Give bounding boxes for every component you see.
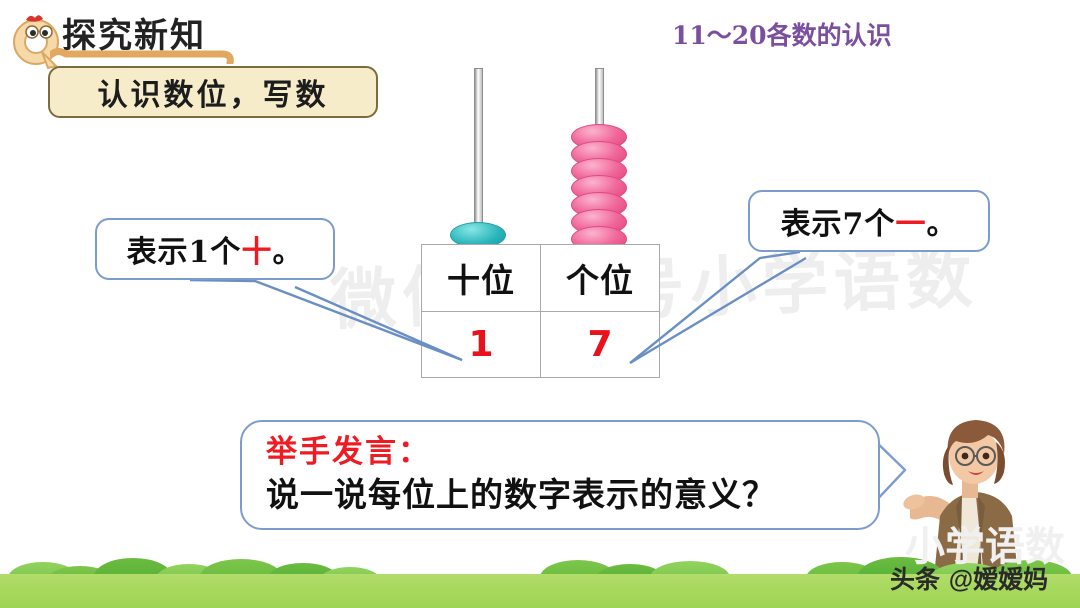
prompt-label: 举手发言： (266, 434, 431, 470)
tens-digit-value: 1 (468, 324, 494, 365)
question-speech-bubble: 举手发言： 说一说每位上的数字表示的意义？ (240, 420, 880, 530)
tens-callout-suffix: 。 (272, 235, 304, 270)
table-cell-tens-digit: 1 (421, 311, 541, 378)
tens-callout: 表示1个十。 (95, 218, 335, 280)
brand-handle: @嫒嫒妈 (948, 566, 1049, 594)
ones-callout: 表示7个一。 (748, 190, 990, 252)
ones-callout-prefix: 表示7个 (780, 207, 896, 242)
q-character-mascot-icon (8, 8, 66, 70)
subtitle-text: 认识数位，写数 (97, 78, 329, 113)
grass-strip (0, 574, 1080, 608)
ones-callout-text: 表示7个一。 (781, 199, 958, 243)
lesson-title: 11～20各数的认识 (672, 21, 892, 50)
table-header-tens: 十位 (421, 244, 541, 312)
table-header-ones: 个位 (540, 244, 660, 312)
ones-callout-suffix: 。 (926, 207, 958, 242)
page-title: 探究新知 (62, 16, 206, 56)
brand-prefix: 头条 (890, 565, 941, 594)
ones-callout-highlight: 一 (895, 207, 927, 242)
subtitle-box: 认识数位，写数 (48, 66, 378, 118)
landscape-decoration (0, 546, 1080, 608)
table-cell-ones-digit: 7 (540, 311, 660, 378)
tens-header-label: 十位 (447, 261, 515, 300)
ones-header-label: 个位 (566, 261, 634, 300)
place-value-table: 十位 个位 1 7 (421, 244, 660, 378)
question-text: 说一说每位上的数字表示的意义？ (266, 475, 776, 514)
title-underline-swoosh (48, 48, 240, 67)
tens-callout-text: 表示1个十。 (127, 227, 304, 271)
tens-callout-highlight: 十 (241, 235, 273, 270)
teacher-illustration (900, 412, 1028, 577)
tens-bead-1 (450, 222, 506, 248)
tens-callout-prefix: 表示1个 (126, 235, 242, 270)
brand-watermark: 头条 @嫒嫒妈 (890, 560, 1048, 596)
ones-digit-value: 7 (587, 324, 613, 365)
